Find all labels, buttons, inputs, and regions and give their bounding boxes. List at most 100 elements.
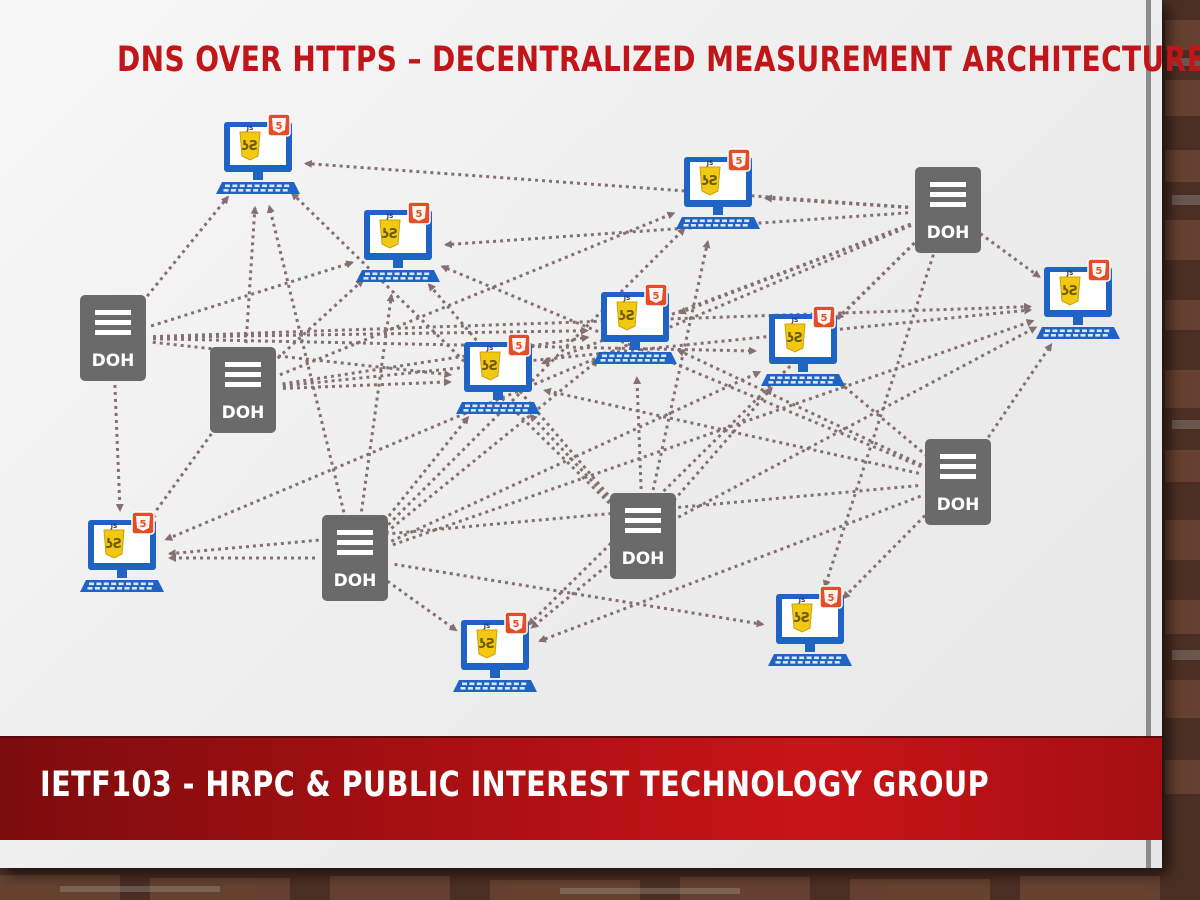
server-slot <box>225 372 261 377</box>
keyboard-key <box>232 184 238 188</box>
monitor-stand <box>713 207 723 215</box>
keyboard-key <box>690 224 696 227</box>
keyboard-key <box>727 224 733 227</box>
js-icon <box>476 629 498 659</box>
keyboard-key <box>500 409 506 412</box>
keyboard-key <box>834 661 840 664</box>
server-slot <box>625 508 661 513</box>
js-icon <box>616 301 638 331</box>
keyboard-key <box>806 656 812 660</box>
keyboard-key <box>424 272 430 276</box>
keyboard-key <box>720 224 726 227</box>
keyboard-key <box>770 376 775 380</box>
keyboard-key <box>109 587 115 590</box>
edge-s5-c1 <box>290 192 616 510</box>
keyboard-key <box>742 224 748 227</box>
keyboard-key <box>1043 334 1049 337</box>
keyboard-key <box>370 277 376 280</box>
keyboard-key <box>630 359 636 362</box>
keyboard-key <box>282 189 288 192</box>
monitor-stand <box>393 260 403 268</box>
js-label: JS <box>486 345 494 352</box>
slide-edge <box>1146 0 1151 868</box>
keyboard-icon <box>593 352 677 364</box>
keyboard-key <box>722 219 727 223</box>
keyboard-key <box>111 582 117 586</box>
js-icon <box>1059 276 1081 306</box>
js-icon <box>791 603 813 633</box>
keyboard-key <box>407 277 413 280</box>
keyboard-key <box>819 661 825 664</box>
keyboard-key <box>1050 334 1056 337</box>
js-icon <box>699 166 721 196</box>
keyboard-key <box>475 687 481 690</box>
keyboard-key <box>1045 329 1050 333</box>
html5-label: 5 <box>1096 266 1103 277</box>
server-icon <box>210 347 276 433</box>
keyboard-key <box>245 189 251 192</box>
keyboard-key <box>402 272 407 276</box>
keyboard-key <box>385 277 391 280</box>
keyboard-key <box>744 219 750 223</box>
keyboard-key <box>790 661 796 664</box>
server-label: DOH <box>937 495 980 515</box>
keyboard-key <box>238 189 244 192</box>
keyboard-key <box>631 354 637 358</box>
keyboard-key <box>1082 329 1087 333</box>
edge-s1-c1 <box>137 195 229 308</box>
html5-label: 5 <box>653 291 660 302</box>
keyboard-key <box>509 404 515 408</box>
keyboard-key <box>409 272 415 276</box>
keyboard-key <box>729 219 735 223</box>
monitor-stand <box>1073 317 1083 325</box>
monitor-stand <box>490 670 500 678</box>
keyboard-key <box>782 661 788 664</box>
keyboard-key <box>378 277 384 280</box>
edge-s3-c2 <box>382 227 686 531</box>
keyboard-key <box>254 184 260 188</box>
keyboard-key <box>467 687 473 690</box>
html5-label: 5 <box>276 121 283 132</box>
edge-s3-c10 <box>386 579 458 632</box>
keyboard-key <box>735 224 741 227</box>
footer-text: IETF103 - HRPC & PUBLIC INTEREST TECHNOL… <box>40 765 990 805</box>
server-label: DOH <box>622 549 665 569</box>
edge-s1-c3 <box>150 260 355 328</box>
js-label: JS <box>791 317 799 324</box>
doh-server-node-s6: DOH <box>925 439 991 525</box>
keyboard-key <box>96 582 102 586</box>
html5-shield <box>512 338 526 353</box>
server-slot <box>930 202 966 207</box>
html5-label: 5 <box>828 593 835 604</box>
keyboard-key <box>118 582 124 586</box>
server-slot <box>95 320 131 325</box>
edge-s3-c6 <box>390 370 762 543</box>
html5-label: 5 <box>140 519 147 530</box>
keyboard-key <box>89 582 94 586</box>
keyboard-key <box>131 587 137 590</box>
keyboard-key <box>276 184 282 188</box>
js-label: JS <box>623 295 631 302</box>
keyboard-key <box>768 381 774 384</box>
keyboard-key <box>497 687 503 690</box>
keyboard-key <box>504 687 510 690</box>
edge-s5-c5 <box>633 376 643 497</box>
html5-label: 5 <box>513 619 520 630</box>
html5-shield <box>412 206 426 221</box>
keyboard-key <box>661 354 667 358</box>
keyboard-key <box>820 381 826 384</box>
keyboard-key <box>372 272 378 276</box>
keyboard-key <box>790 381 796 384</box>
keyboard-key <box>644 359 650 362</box>
js-label: JS <box>110 523 118 530</box>
edge-s2-c8 <box>148 421 221 521</box>
footer-bar <box>0 736 1162 840</box>
keyboard-key <box>146 587 152 590</box>
keyboard-key <box>522 409 528 412</box>
keyboard-key <box>1059 329 1065 333</box>
keyboard-key <box>247 184 253 188</box>
